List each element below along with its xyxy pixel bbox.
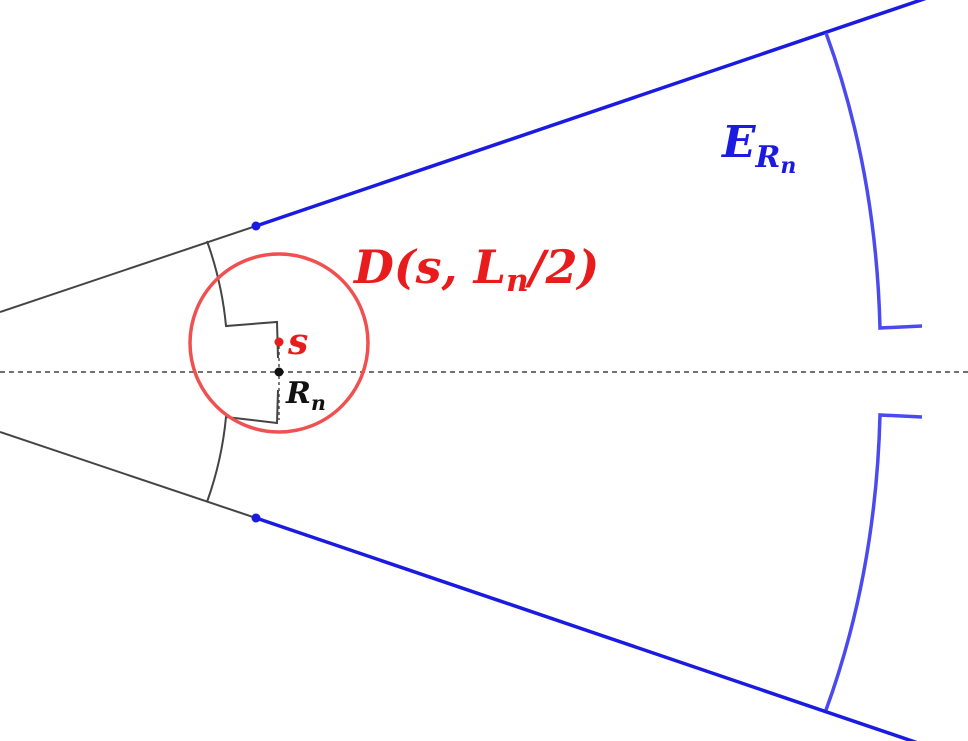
inner-boundary-upper <box>206 240 279 359</box>
sector-vertex-upper <box>251 221 261 231</box>
sector-ray-upper <box>255 0 927 228</box>
inner-ray-lower <box>0 431 257 519</box>
label-D: D(s, Ln/2) <box>352 240 599 299</box>
inner-boundary-lower <box>206 389 279 503</box>
point-rn <box>274 367 284 377</box>
label-s: s <box>287 321 308 363</box>
label-Rn: Rn <box>285 376 326 415</box>
sector-vertex-lower <box>251 513 261 523</box>
point-s <box>274 337 284 347</box>
label-E-Rn: ERn <box>720 117 796 179</box>
inner-ray-upper <box>0 225 257 313</box>
disk-D <box>188 252 370 434</box>
outer-arc-lower <box>824 413 923 711</box>
outer-arc-upper <box>824 32 923 330</box>
sector-ray-lower <box>255 516 918 741</box>
